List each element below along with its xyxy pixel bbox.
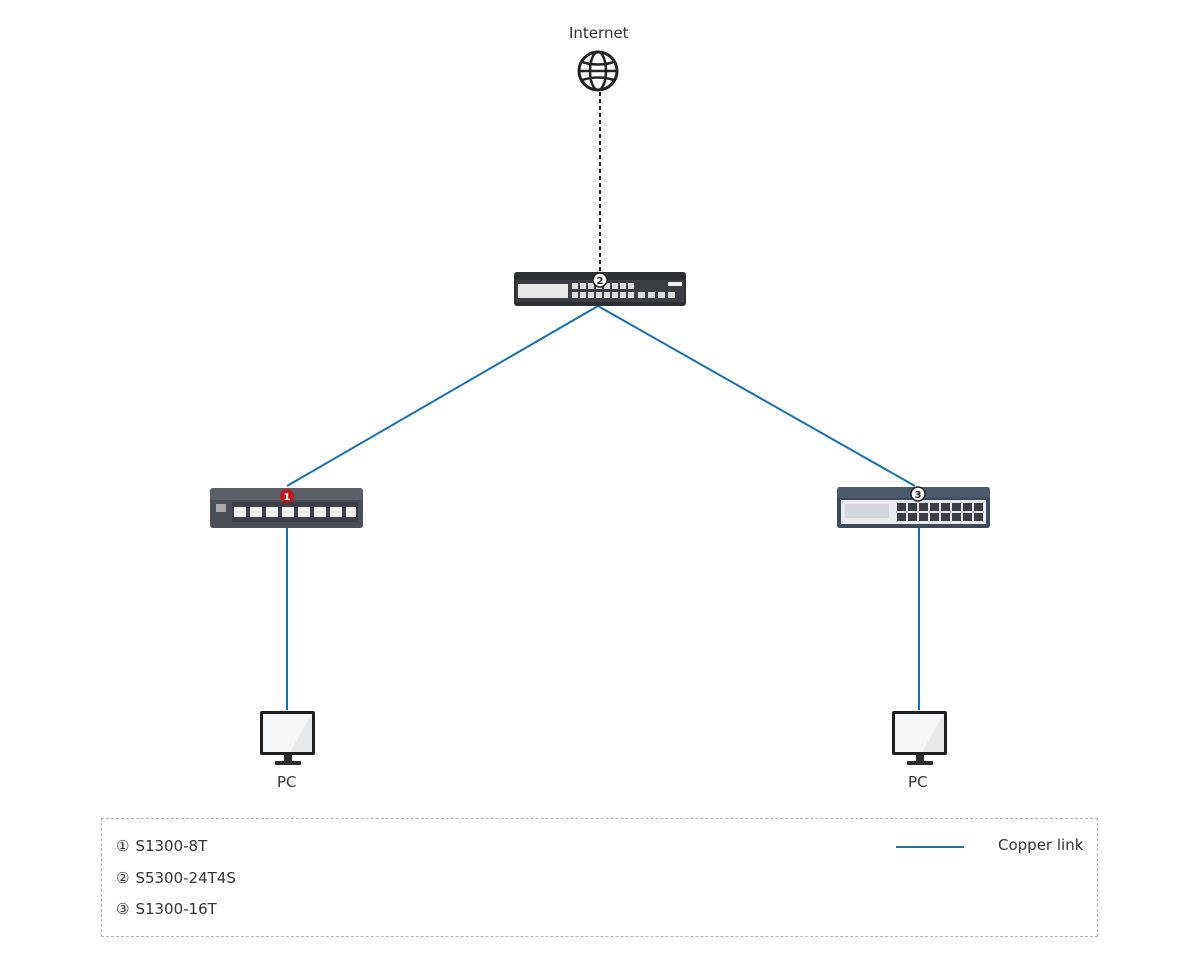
pc-right-label: PC: [908, 773, 928, 791]
switch-s5300-24t4s: [514, 272, 686, 306]
internet-label: Internet: [569, 24, 629, 42]
svg-text:2: 2: [597, 276, 604, 287]
legend-device-name: S5300-24T4S: [135, 869, 236, 887]
copper-link-swatch: [896, 846, 964, 848]
legend-item-s1300-8t: ① S1300-8T: [116, 837, 207, 855]
legend-device-name: S1300-8T: [135, 837, 208, 855]
copper-link-switch2-switch3: [597, 305, 916, 487]
monitor-icon: [260, 711, 315, 765]
svg-text:3: 3: [915, 490, 922, 501]
legend-item-s1300-16t: ③ S1300-16T: [116, 900, 217, 918]
legend-number: ③: [116, 900, 130, 918]
copper-link-label: Copper link: [998, 836, 1084, 854]
pc-left-label: PC: [277, 773, 297, 791]
switch-1-badge: 1: [280, 489, 294, 503]
legend-item-s5300-24t4s: ② S5300-24T4S: [116, 869, 236, 887]
legend: ① S1300-8T ② S5300-24T4S ③ S1300-16T Copper…: [101, 818, 1098, 937]
legend-number: ①: [116, 837, 130, 855]
svg-text:1: 1: [284, 492, 291, 503]
switch-3-badge: 3: [910, 486, 926, 502]
copper-link-switch2-switch1: [286, 305, 599, 487]
switch-s1300-8t: [210, 488, 363, 528]
switch-s1300-16t: [837, 487, 990, 528]
legend-number: ②: [116, 869, 130, 887]
legend-device-name: S1300-16T: [135, 900, 217, 918]
globe-icon: [577, 50, 619, 92]
monitor-icon: [892, 711, 947, 765]
switch-2-badge: 2: [592, 272, 608, 288]
